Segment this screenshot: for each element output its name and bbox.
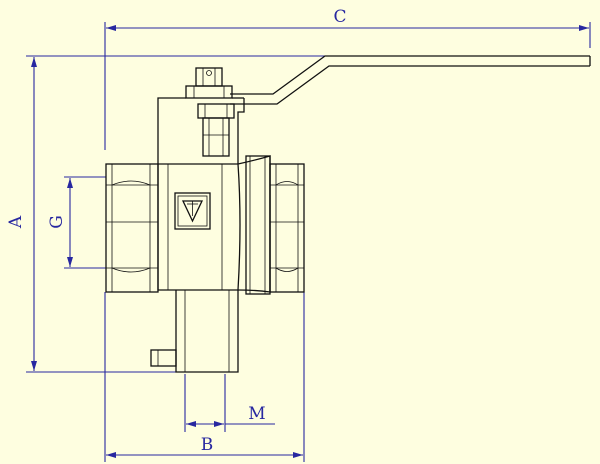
dimension-a: A bbox=[6, 55, 340, 373]
dimension-g-label: G bbox=[47, 215, 67, 229]
dimension-b-label: B bbox=[201, 435, 214, 455]
dimension-m: M bbox=[184, 374, 275, 432]
right-union-end bbox=[237, 155, 305, 295]
dimension-c: C bbox=[104, 7, 591, 150]
dimension-g: G bbox=[47, 176, 106, 269]
dimension-a-label: A bbox=[6, 215, 26, 229]
valve-logo-icon bbox=[174, 192, 211, 230]
upper-body bbox=[157, 97, 245, 164]
dimension-m-label: M bbox=[248, 404, 265, 424]
lever-handle bbox=[230, 55, 591, 105]
lower-stem bbox=[150, 290, 239, 373]
dimension-c-label: C bbox=[333, 7, 346, 27]
dimension-b: B bbox=[104, 292, 305, 462]
